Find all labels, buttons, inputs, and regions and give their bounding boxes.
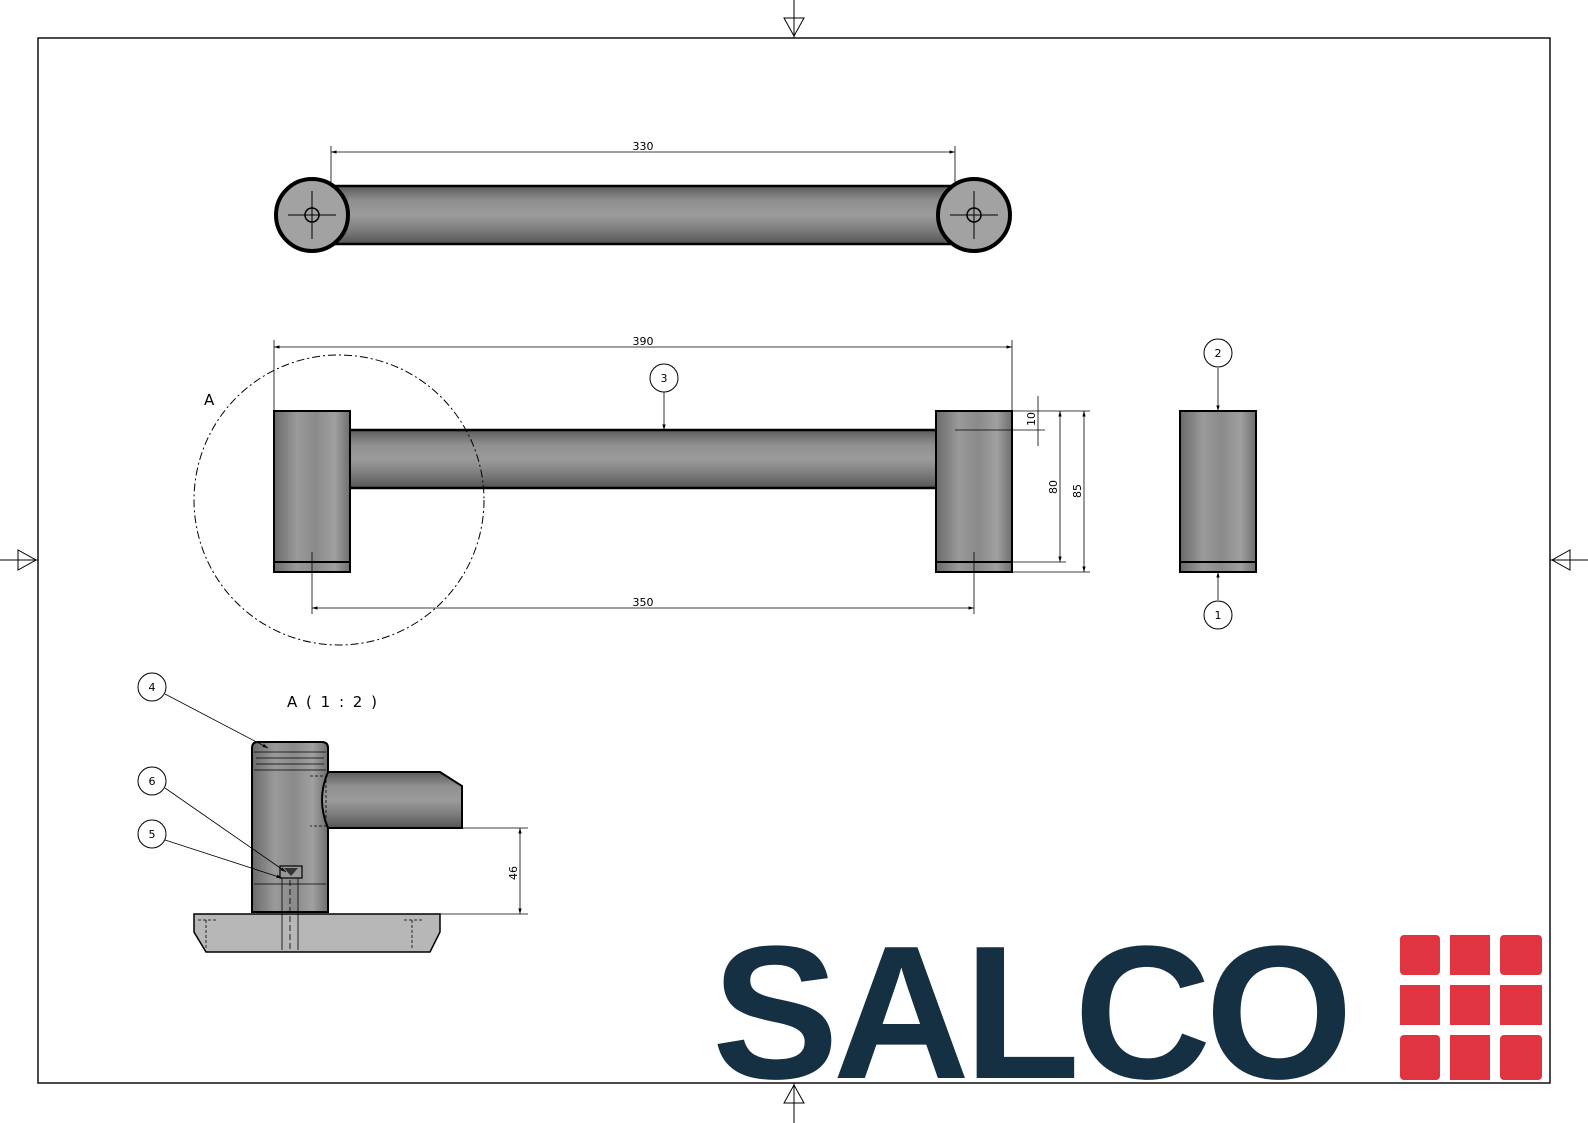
balloon-3	[649, 363, 679, 393]
side-view-post	[1179, 410, 1257, 573]
balloon-6	[137, 766, 167, 796]
balloon-4-label: 4	[149, 681, 156, 694]
balloon-5	[137, 819, 167, 849]
detail-marker-a: A	[204, 391, 216, 409]
front-view: A 390 350 10 80 85 3	[193, 335, 1090, 646]
dimension-350: 350	[633, 596, 654, 609]
balloon-4	[137, 672, 167, 702]
front-view-right-post	[935, 410, 1013, 573]
detail-base-plate	[193, 913, 441, 953]
dimension-46: 46	[507, 866, 520, 880]
side-view: 2 1	[1179, 338, 1257, 630]
front-view-left-post	[273, 410, 351, 573]
detail-bar-stub	[321, 771, 463, 829]
salco-logo: SALCO	[712, 907, 1542, 1119]
dimension-85: 85	[1071, 484, 1084, 498]
balloon-1	[1203, 600, 1233, 630]
detail-post	[251, 741, 329, 913]
dimension-330: 330	[633, 140, 654, 153]
balloon-3-label: 3	[661, 372, 668, 385]
balloon-2	[1203, 338, 1233, 368]
top-view-bar	[310, 184, 976, 246]
balloon-1-label: 1	[1215, 609, 1222, 622]
balloon-6-label: 6	[149, 775, 156, 788]
front-view-bar	[340, 428, 950, 490]
dimension-80: 80	[1047, 480, 1060, 494]
balloon-5-label: 5	[149, 828, 156, 841]
top-view: 330	[274, 140, 1012, 253]
detail-title: A ( 1 : 2 )	[287, 693, 379, 711]
detail-circle-a	[193, 354, 485, 646]
balloon-2-label: 2	[1215, 347, 1222, 360]
dimension-390: 390	[633, 335, 654, 348]
dimension-10: 10	[1025, 412, 1038, 426]
logo-grid-mark	[1400, 935, 1542, 1080]
logo-wordmark: SALCO	[712, 907, 1347, 1119]
detail-view-a: A ( 1 : 2 )	[137, 672, 528, 953]
